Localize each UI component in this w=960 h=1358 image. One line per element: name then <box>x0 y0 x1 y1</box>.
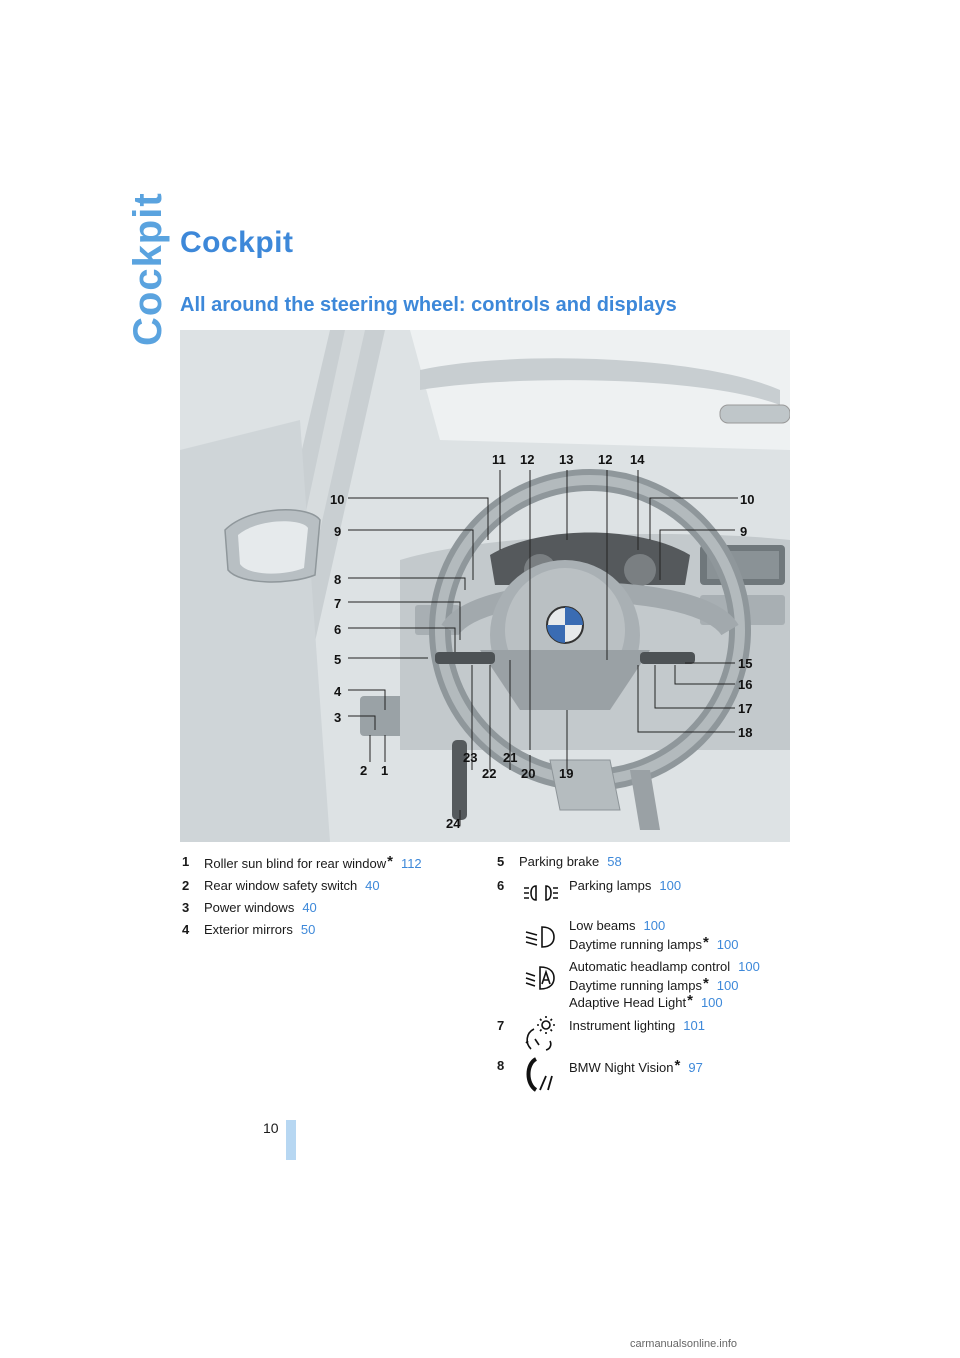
callout-21: 21 <box>503 750 517 765</box>
callout-11: 11 <box>492 452 506 467</box>
auto-headlamp-icon <box>525 966 555 990</box>
callout-12-left: 12 <box>520 452 534 467</box>
callout-3: 3 <box>334 710 341 725</box>
callout-24: 24 <box>446 816 461 831</box>
callout-7: 7 <box>334 596 341 611</box>
callout-10-left: 10 <box>330 492 344 507</box>
drl-text: Daytime running lamps*100 <box>569 934 739 953</box>
page-ref-link[interactable]: 112 <box>400 856 422 871</box>
page-number: 10 <box>263 1120 279 1136</box>
callout-23: 23 <box>463 750 477 765</box>
callout-12-right: 12 <box>598 452 612 467</box>
night-vision-text: BMW Night Vision*97 <box>569 1057 703 1076</box>
callout-19: 19 <box>559 766 573 781</box>
page-title: Cockpit <box>180 226 294 259</box>
page-ref-link[interactable]: 100 <box>643 918 666 933</box>
callout-5: 5 <box>334 652 341 667</box>
low-beams-icon <box>525 926 555 948</box>
steering-wheel-diagram: 10 9 8 7 6 5 4 3 2 1 11 12 13 12 14 10 9… <box>180 330 790 842</box>
adaptive-head-light-text: Adaptive Head Light*100 <box>569 992 723 1011</box>
callout-1: 1 <box>381 763 388 778</box>
cockpit-illustration: 10 9 8 7 6 5 4 3 2 1 11 12 13 12 14 10 9… <box>180 330 790 842</box>
night-vision-icon <box>526 1057 553 1092</box>
page-ref-link[interactable]: 100 <box>659 878 682 893</box>
instrument-lighting-icon <box>525 1016 555 1051</box>
page-ref-link[interactable]: 101 <box>683 1018 705 1033</box>
item-number: 8 <box>497 1058 505 1073</box>
page-ref-link[interactable]: 50 <box>300 922 316 937</box>
section-subtitle: All around the steering wheel: controls … <box>180 294 677 316</box>
item-number: 7 <box>497 1018 505 1033</box>
page-ref-link[interactable]: 100 <box>716 937 739 952</box>
callout-22: 22 <box>482 766 496 781</box>
callout-9-right: 9 <box>740 524 747 539</box>
item-number: 6 <box>497 878 505 893</box>
callout-17: 17 <box>738 701 752 716</box>
drl-text: Daytime running lamps*100 <box>569 975 739 994</box>
callout-18: 18 <box>738 725 752 740</box>
section-tab: Cockpit <box>126 192 170 346</box>
page-bar <box>286 1120 296 1160</box>
callout-13: 13 <box>559 452 573 467</box>
callout-4: 4 <box>334 684 342 699</box>
watermark: carmanualsonline.info <box>630 1338 738 1350</box>
page-ref-link[interactable]: 40 <box>365 878 380 893</box>
page-ref-link[interactable]: 58 <box>607 854 622 869</box>
callout-10-right: 10 <box>740 492 754 507</box>
callout-6: 6 <box>334 622 341 637</box>
callout-15: 15 <box>738 656 752 671</box>
callout-8: 8 <box>334 572 341 587</box>
page-ref-link[interactable]: 40 <box>302 900 317 915</box>
page-ref-link[interactable]: 100 <box>738 959 760 974</box>
parking-lamps-icon <box>524 885 558 901</box>
page-ref-link[interactable]: 100 <box>700 995 723 1010</box>
callout-16: 16 <box>738 677 752 692</box>
callout-20: 20 <box>521 766 535 781</box>
callout-14: 14 <box>630 452 645 467</box>
callout-2: 2 <box>360 763 367 778</box>
page-ref-link[interactable]: 100 <box>716 978 739 993</box>
page-ref-link[interactable]: 97 <box>688 1060 703 1075</box>
callout-9-left: 9 <box>334 524 341 539</box>
